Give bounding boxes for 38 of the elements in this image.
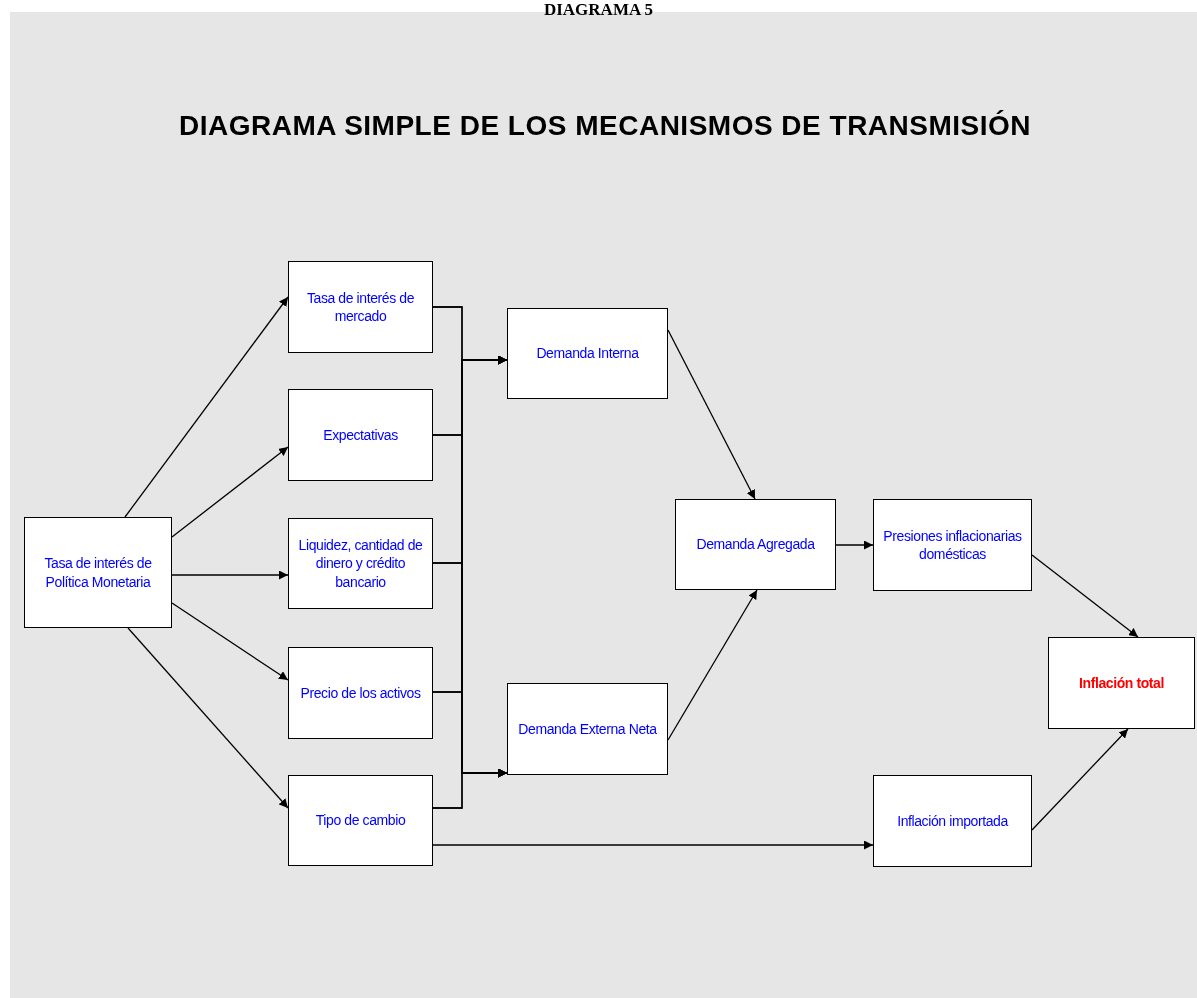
arrow — [835, 540, 874, 550]
process-box — [675, 499, 836, 590]
box-text: Tasa de interés de Política Monetaria — [43, 554, 153, 591]
box-text: Presiones inflacionarias domésticas — [882, 526, 1023, 564]
arrow — [1031, 554, 1139, 638]
arrow — [124, 296, 289, 518]
process-box — [1048, 637, 1195, 729]
process-box — [507, 308, 668, 399]
arrow — [1031, 728, 1129, 831]
arrow — [171, 570, 289, 580]
arrow — [667, 329, 756, 500]
process-box — [873, 499, 1032, 591]
process-box — [24, 517, 172, 628]
process-box — [873, 775, 1032, 867]
box-text: Demanda Agregada — [696, 535, 815, 554]
process-box — [288, 518, 433, 609]
box-text: Tipo de cambio — [315, 811, 406, 830]
arrow — [127, 627, 289, 809]
box-text: Demanda Externa Neta — [518, 719, 657, 739]
box-text: Liquidez, cantidad de dinero y crédito bancario — [297, 536, 424, 591]
process-box — [288, 389, 433, 481]
arrow — [171, 446, 289, 538]
box-text: Expectativas — [323, 425, 398, 445]
arrow — [432, 840, 874, 850]
process-box — [288, 261, 433, 353]
process-box — [288, 647, 433, 739]
arrow — [432, 768, 508, 809]
box-text: Demanda Interna — [536, 344, 639, 363]
process-box — [288, 775, 433, 866]
process-box — [507, 683, 668, 775]
arrow — [667, 589, 758, 741]
box-text: Inflación total — [1079, 673, 1164, 693]
box-text: Precio de los activos — [300, 683, 421, 703]
arrow — [171, 602, 289, 681]
heading-label: DIAGRAMA 5 — [543, 0, 654, 19]
box-text: Tasa de interés de mercado — [305, 288, 416, 326]
box-text: Inflación importada — [897, 811, 1008, 831]
diagram-title: DIAGRAMA SIMPLE DE LOS MECANISMOS DE TRANSMISIÓN — [177, 110, 1033, 142]
